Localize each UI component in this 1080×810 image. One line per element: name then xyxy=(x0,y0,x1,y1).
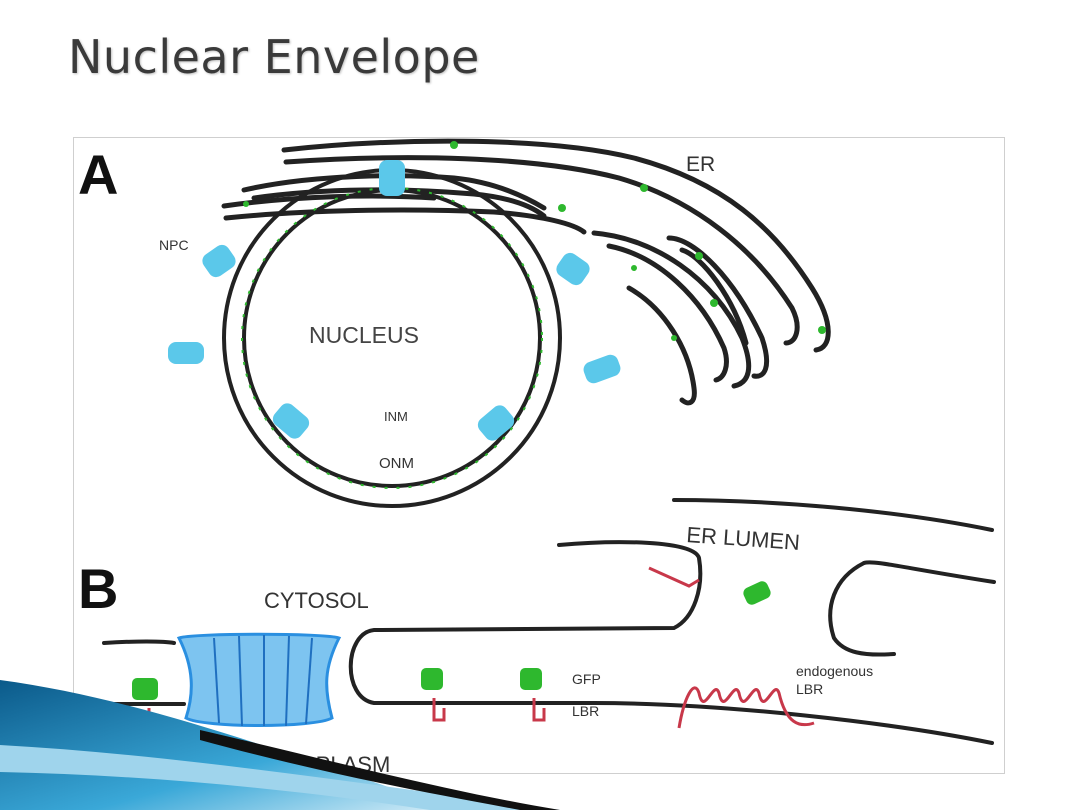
npc-label: NPC xyxy=(159,237,189,253)
inm-label: INM xyxy=(384,409,408,424)
nuclear-envelope-figure: A ER NPC NUCLEUS INM ONM B xyxy=(73,137,1005,775)
slide-title: Nuclear Envelope xyxy=(68,30,480,84)
pore-complex-b xyxy=(176,632,342,727)
er-green-markers xyxy=(243,141,826,341)
lbr-label: LBR xyxy=(572,703,599,719)
er-cisternae xyxy=(221,138,831,406)
er-lumen-label: ER LUMEN xyxy=(686,522,801,555)
panel-a-letter: A xyxy=(78,143,118,206)
onm-label: ONM xyxy=(379,455,414,472)
gfp-label: GFP xyxy=(572,671,601,687)
membrane-lines xyxy=(102,498,996,745)
er-label: ER xyxy=(686,153,715,176)
cytosol-label: CYTOSOL xyxy=(264,588,369,613)
endogenous-lbr-label-line2: LBR xyxy=(796,681,823,697)
endogenous-lbr-label-line1: endogenous xyxy=(796,663,873,679)
nucleoplasm-label: NUCLEOPLASM xyxy=(224,752,390,775)
figure-svg: A ER NPC NUCLEUS INM ONM B xyxy=(78,138,996,775)
nucleus-label: NUCLEUS xyxy=(309,322,419,348)
nuclear-pore-complexes xyxy=(168,160,621,441)
panel-b-letter: B xyxy=(78,557,118,620)
